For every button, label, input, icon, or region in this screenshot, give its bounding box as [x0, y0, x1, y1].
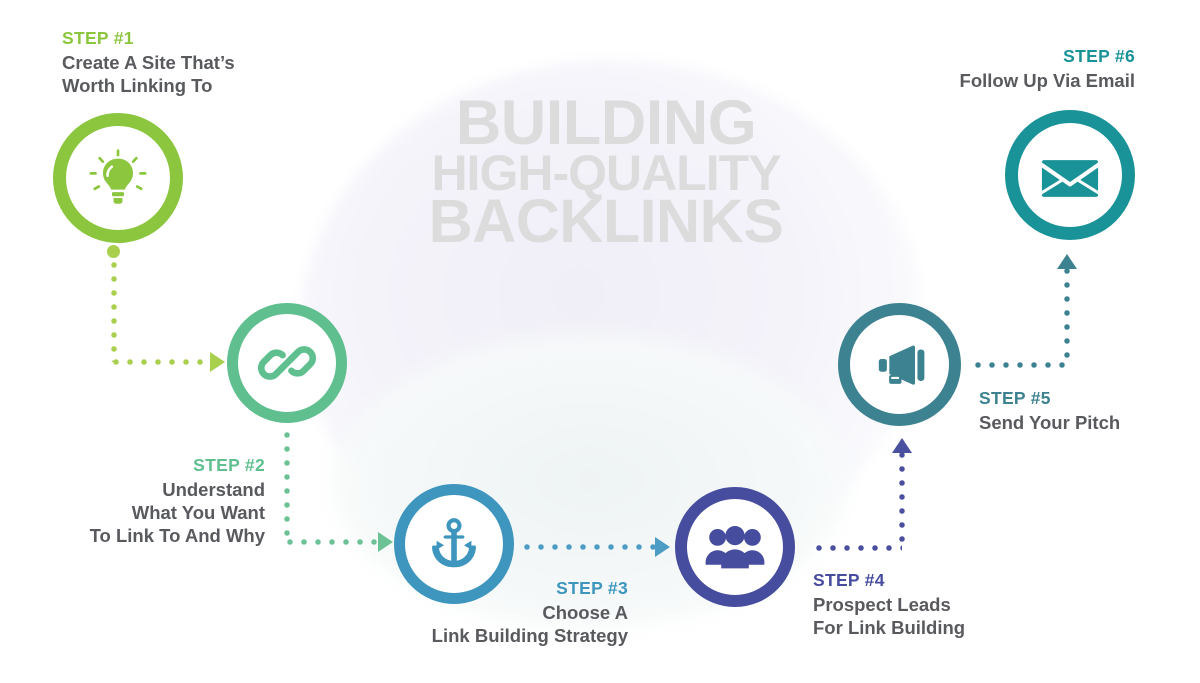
step-5-description: Send Your Pitch: [979, 412, 1121, 433]
link-chain-icon: [257, 346, 317, 380]
step-3-label: STEP #3 Choose A Link Building Strategy: [345, 578, 628, 648]
step-2-label: STEP #2 Understand What You Want To Link…: [0, 455, 265, 548]
step-3-circle[interactable]: [394, 484, 514, 604]
title-line-1: BUILDING: [455, 88, 757, 158]
connector-horizontal-dots: [113, 359, 211, 365]
step-4-number: STEP #4: [813, 570, 885, 590]
title-line-3: BACKLINKS: [428, 187, 784, 256]
connector-arrowhead: [378, 532, 393, 552]
step-6-description: Follow Up Via Email: [959, 70, 1135, 91]
connector-arrowhead: [210, 352, 225, 372]
step-4-description: Prospect Leads For Link Building: [813, 594, 966, 638]
step-1-number: STEP #1: [62, 28, 134, 48]
step-2-description: Understand What You Want To Link To And …: [89, 479, 265, 546]
connector-vertical-dots: [284, 432, 290, 540]
step-5-number: STEP #5: [979, 388, 1051, 408]
step-2-number: STEP #2: [193, 455, 265, 475]
connector-start-dot: [107, 245, 120, 258]
megaphone-icon: [878, 345, 924, 385]
step-1-circle[interactable]: [53, 113, 183, 243]
step-6-label: STEP #6 Follow Up Via Email: [835, 46, 1135, 93]
connector-horizontal-dots: [524, 544, 656, 550]
step-5-label: STEP #5 Send Your Pitch: [979, 388, 1200, 435]
connector-horizontal-dots: [287, 539, 379, 545]
page-title: BUILDING HIGH-QUALITY BACKLINKS: [396, 88, 816, 256]
connector-horizontal-dots: [975, 362, 1065, 368]
step-1-description: Create A Site That’s Worth Linking To: [62, 52, 235, 96]
connector-vertical-dots: [1064, 268, 1070, 365]
step-4-label: STEP #4 Prospect Leads For Link Building: [813, 570, 1113, 640]
connector-arrowhead: [655, 537, 670, 557]
step-6-number: STEP #6: [1063, 46, 1135, 66]
people-group-icon: [705, 526, 765, 569]
step-3-number: STEP #3: [556, 578, 628, 598]
connector-vertical-dots: [110, 262, 117, 362]
connector-arrowhead: [892, 438, 912, 453]
anchor-icon: [432, 518, 476, 568]
step-5-circle[interactable]: [838, 303, 961, 426]
connector-arrowhead: [1057, 254, 1077, 269]
step-1-label: STEP #1 Create A Site That’s Worth Linki…: [62, 28, 362, 98]
connector-horizontal-dots: [816, 545, 902, 551]
step-4-circle[interactable]: [675, 487, 795, 607]
step-6-circle[interactable]: [1005, 110, 1135, 240]
connector-vertical-dots: [899, 452, 905, 548]
step-2-circle[interactable]: [227, 303, 347, 423]
title-line-2: HIGH-QUALITY: [431, 145, 781, 202]
step-3-description: Choose A Link Building Strategy: [431, 602, 628, 646]
envelope-icon: [1041, 160, 1099, 197]
lightbulb-icon: [89, 149, 147, 204]
